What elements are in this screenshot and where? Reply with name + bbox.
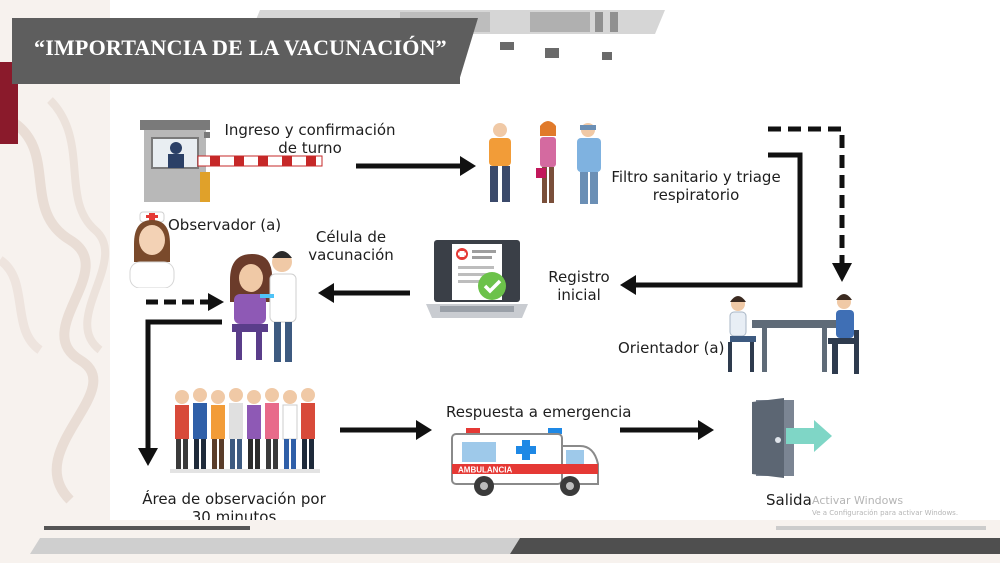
left-ornament-panel bbox=[0, 0, 110, 563]
label-filtro: Filtro sanitario y triage respiratorio bbox=[606, 168, 786, 204]
laptop-checklist-icon bbox=[426, 240, 528, 318]
arrow-respuesta-to-salida-head bbox=[698, 420, 714, 440]
arrow-registro-to-celula-head bbox=[318, 283, 334, 303]
vaccination-scene-icon bbox=[230, 251, 297, 362]
nurse-observer-icon bbox=[129, 211, 175, 288]
ambulance-label: AMBULANCIA bbox=[458, 466, 512, 475]
title-banner bbox=[12, 18, 460, 84]
people-group-icon bbox=[489, 121, 601, 204]
bottom-decorative-stripes bbox=[0, 520, 1000, 563]
label-ingreso-line1: Ingreso y confirmación bbox=[224, 121, 396, 139]
label-orientador: Orientador (a) bbox=[618, 339, 725, 357]
arrow-dashed-observer-to-vaccination-head bbox=[208, 293, 224, 311]
label-respuesta: Respuesta a emergencia bbox=[446, 403, 632, 421]
label-ingreso-line2: de turno bbox=[278, 139, 342, 157]
label-observador: Observador (a) bbox=[168, 216, 282, 234]
label-filtro-line2: respiratorio bbox=[652, 186, 740, 204]
orientador-desk-icon bbox=[728, 294, 859, 374]
ambulance-icon: AMBULANCIA bbox=[451, 428, 599, 496]
arrow-ingreso-to-filtro-head bbox=[460, 156, 476, 176]
page-title: “IMPORTANCIA DE LA VACUNACIÓN” bbox=[34, 35, 447, 60]
watermark-line1: Activar Windows bbox=[812, 494, 904, 507]
label-area-line1: Área de observación por bbox=[142, 490, 326, 508]
label-registro-line1: Registro bbox=[548, 268, 610, 286]
title-banner-slant bbox=[458, 18, 478, 84]
arrow-filtro-to-registro bbox=[635, 152, 803, 288]
toll-booth-icon bbox=[140, 120, 323, 202]
watermark-line2: Ve a Configuración para activar Windows. bbox=[812, 509, 959, 517]
label-registro-line2: inicial bbox=[557, 286, 601, 304]
label-salida: Salida bbox=[766, 491, 812, 509]
arrow-dashed-to-orientador-head bbox=[832, 263, 852, 282]
label-registro: Registro inicial bbox=[544, 268, 614, 304]
arrow-dashed-to-orientador bbox=[768, 126, 845, 265]
label-celula-line1: Célula de bbox=[315, 228, 387, 246]
label-filtro-line1: Filtro sanitario y triage bbox=[611, 168, 781, 186]
label-celula: Célula de vacunación bbox=[296, 228, 406, 264]
label-ingreso: Ingreso y confirmación de turno bbox=[220, 121, 400, 157]
crowd-icon bbox=[170, 388, 320, 473]
arrow-area-to-respuesta-head bbox=[416, 420, 432, 440]
arrow-vaccination-to-area bbox=[145, 319, 222, 450]
label-celula-line2: vacunación bbox=[308, 246, 394, 264]
arrow-vaccination-to-area-head bbox=[138, 448, 158, 466]
exit-door-icon bbox=[752, 398, 832, 478]
arrow-filtro-to-registro-head bbox=[620, 275, 636, 295]
